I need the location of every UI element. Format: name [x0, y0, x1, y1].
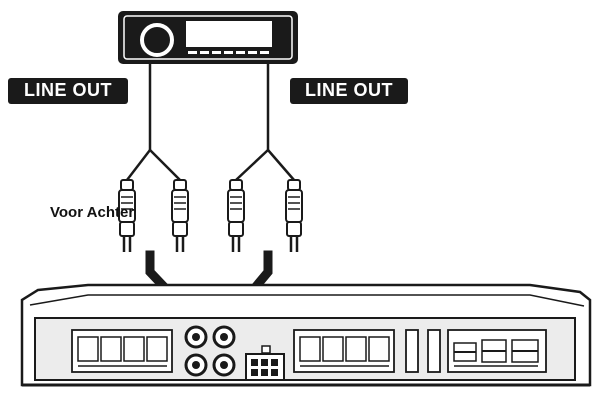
rca-jack-icon — [184, 325, 236, 377]
volume-knob — [140, 23, 174, 57]
fuse-holders — [405, 329, 441, 373]
head-unit — [118, 11, 298, 64]
amplifier — [20, 283, 592, 387]
rca-plug-4 — [285, 179, 303, 252]
connector-plug — [245, 345, 285, 381]
cable-right-branch-a — [235, 149, 269, 181]
cables — [126, 64, 295, 181]
cable-left-branch-a — [126, 149, 151, 181]
button-row — [188, 51, 269, 54]
display-screen — [186, 21, 272, 47]
rca-plug-3 — [227, 179, 245, 252]
cable-right-branch-b — [267, 149, 295, 181]
front-rear-caption: Voor Achter — [50, 204, 135, 221]
power-terminals — [447, 329, 547, 373]
line-out-label-left: LINE OUT — [8, 78, 128, 104]
rca-plug-2 — [171, 179, 189, 252]
cable-left-branch-b — [149, 149, 181, 181]
line-out-label-right: LINE OUT — [290, 78, 408, 104]
terminal-block-right — [293, 329, 395, 373]
rca-plug-1 — [118, 179, 136, 252]
terminal-block-left — [71, 329, 173, 373]
